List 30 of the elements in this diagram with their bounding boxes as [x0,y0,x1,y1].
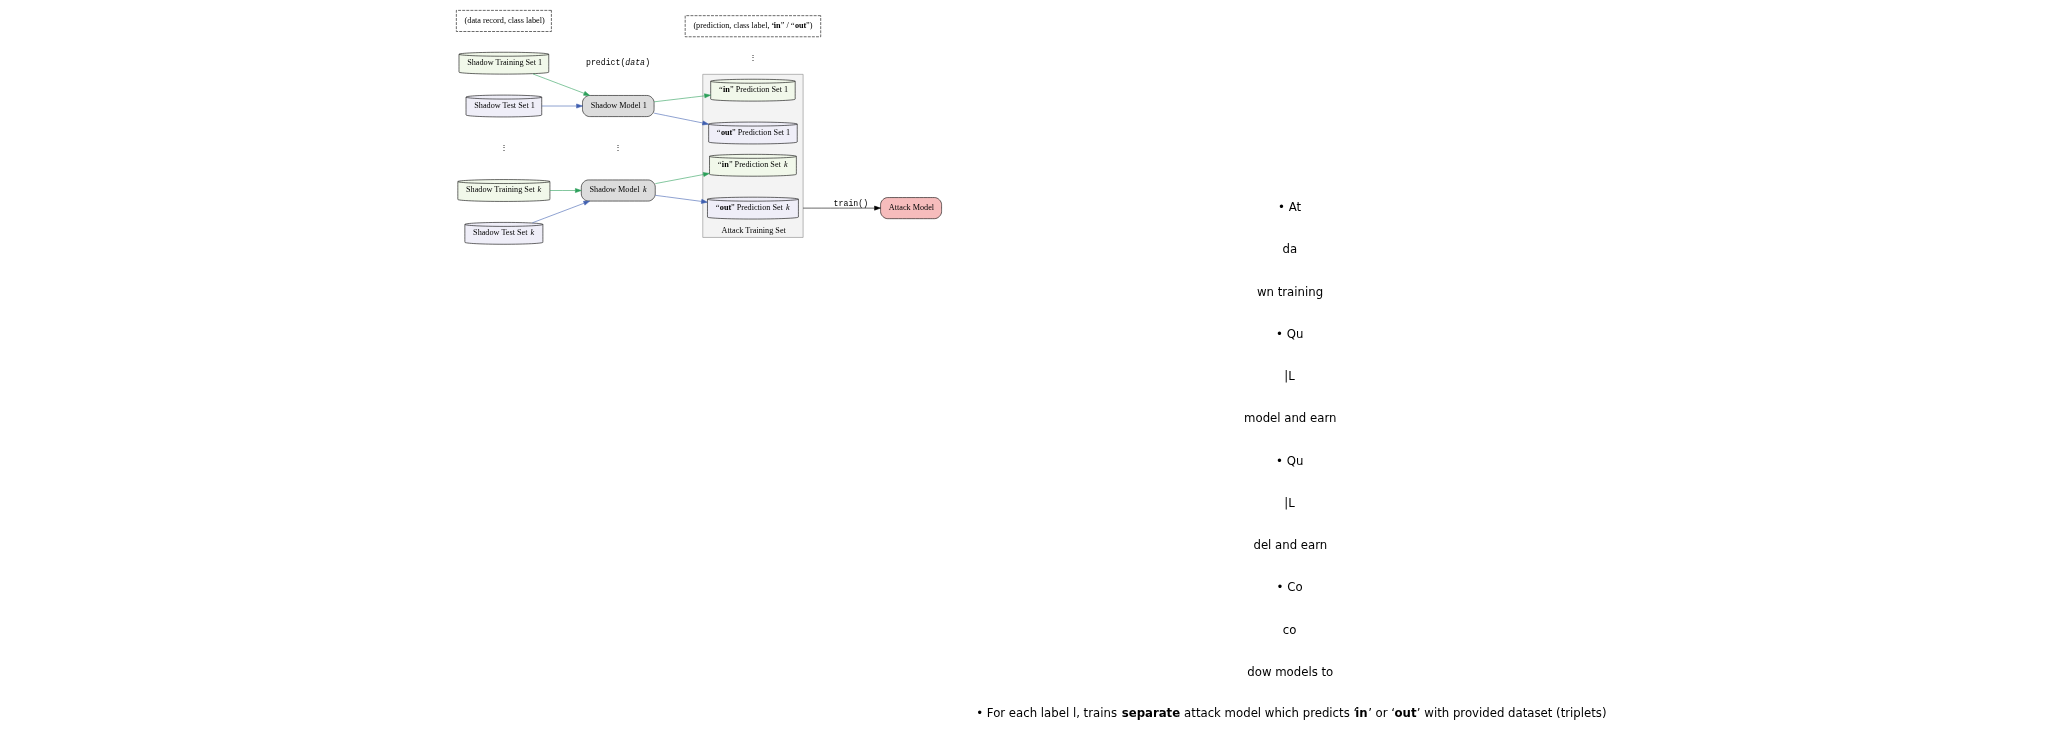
arrow [549,188,582,193]
arrow [531,200,590,224]
label: co [1282,622,1296,637]
label: • At [1277,200,1301,215]
node-box: Shadow Model k [580,179,656,202]
label: • Qu [1275,326,1303,341]
arrow [653,93,711,103]
arrow [653,112,709,126]
label: da [1281,242,1297,257]
arrow [654,195,708,204]
label: wn training [1256,284,1323,299]
label: dow models to [1246,664,1333,679]
label: |L [1283,369,1295,384]
arrow [654,172,710,184]
label: del and earn [1252,538,1327,553]
arrow [802,205,881,211]
label: model and earn [1243,411,1336,426]
arrow [532,73,590,96]
label: ⋮ [499,143,508,153]
label: • Co [1276,580,1303,595]
arrow [541,103,583,109]
label: • For each label l, trains separate attack model which predicts ‘in’ or ‘out’ with provided dataset (triplets) [975,706,1607,721]
label: ⋮ [613,143,622,153]
label: • Qu [1275,453,1303,468]
label: ⋮ [748,53,757,63]
node-box: (prediction, class label, “in” / “out”) [684,15,821,38]
node-box: (data record, class label) [455,10,552,32]
node-box: Attack Model [879,197,942,219]
label: |L [1283,495,1295,510]
node-box: Shadow Model 1 [581,95,654,117]
